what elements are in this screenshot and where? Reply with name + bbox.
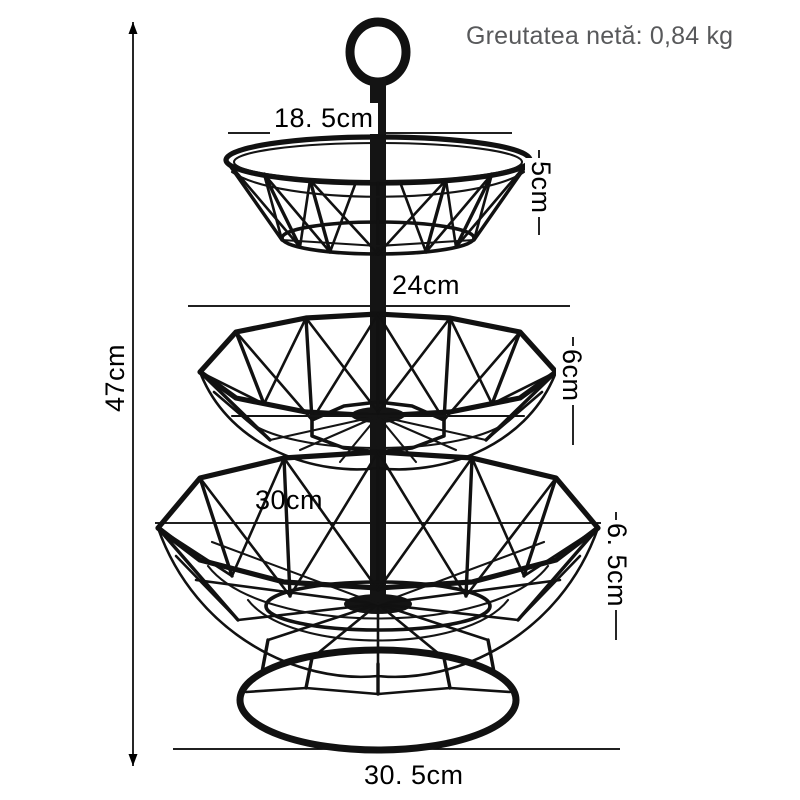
bottom-basket-width-label: 30cm [255, 485, 324, 515]
stem-height-label: 24cm [387, 270, 466, 301]
ring-handle [345, 17, 411, 87]
top-basket-depth-label: 5cm [525, 158, 556, 217]
overall-height-label: 47cm [100, 340, 131, 415]
base-ring [236, 646, 520, 754]
height-arrow-top [128, 22, 138, 34]
middle-basket-depth-label: 6cm [556, 346, 587, 405]
middle-basket [197, 311, 559, 471]
top-basket [223, 134, 533, 256]
base-width-label: 30. 5cm [360, 760, 468, 791]
height-arrow-bottom [128, 754, 138, 766]
bottom-basket [155, 449, 601, 679]
bottom-basket-depth-label: 6. 5cm [601, 520, 632, 611]
net-weight-label: Greutatea netă: 0,84 kg [466, 22, 734, 50]
top-basket-width-label: 18. 5cm [270, 103, 378, 134]
pedestal-base [236, 638, 520, 754]
